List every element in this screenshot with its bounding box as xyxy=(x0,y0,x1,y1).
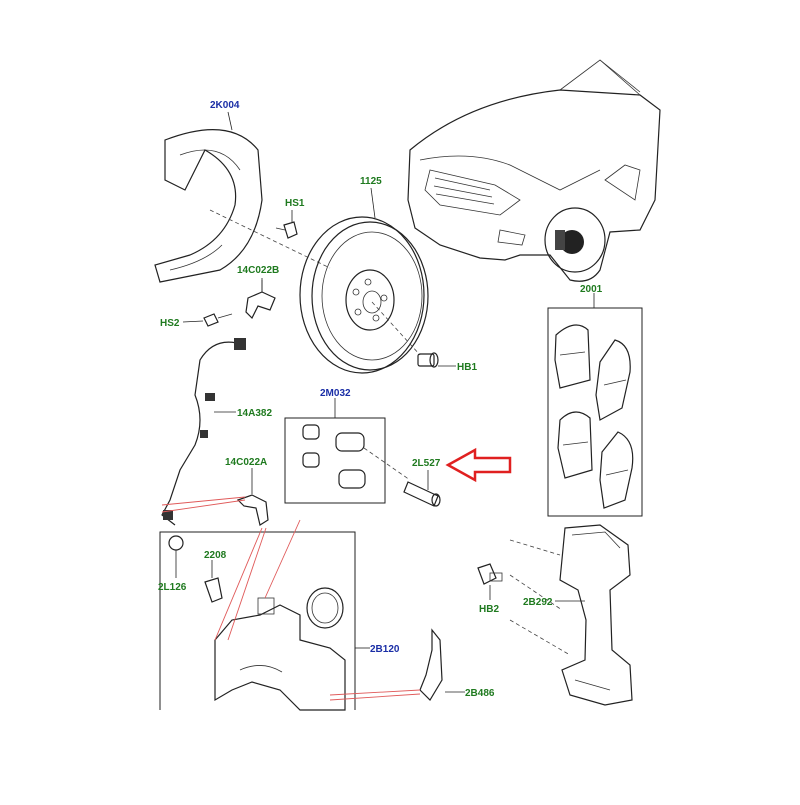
guide-pin-kit-box xyxy=(284,417,386,504)
label-carrier: 2B292 xyxy=(523,597,553,608)
brake-disc-part xyxy=(299,216,429,374)
label-2208: 2208 xyxy=(204,550,227,561)
label-hs2: HS2 xyxy=(160,318,180,329)
label-bracket: 14C022B xyxy=(237,265,279,276)
pad-spring-part xyxy=(419,628,443,701)
label-spring: 2B486 xyxy=(465,688,495,699)
label-hb2: HB2 xyxy=(479,604,499,615)
brake-pads-box xyxy=(547,307,643,517)
label-kit: 2M032 xyxy=(320,388,351,399)
label-shield: 2K004 xyxy=(210,100,240,111)
label-pads: 2001 xyxy=(580,284,603,295)
sensor-bracket-upper xyxy=(245,280,276,320)
hb1-bolt xyxy=(417,352,439,368)
vehicle-illustration xyxy=(407,59,661,282)
label-disc: 1125 xyxy=(360,176,382,187)
highlight-arrow xyxy=(445,447,512,483)
label-pin: 2L527 xyxy=(412,458,441,469)
caliper-box xyxy=(159,531,356,710)
small-sensor-2l126 xyxy=(168,535,184,578)
hs1-bolt xyxy=(275,221,298,239)
speed-sensor-cable xyxy=(161,338,246,526)
caliper-carrier-part xyxy=(559,524,633,706)
label-hs1: HS1 xyxy=(285,198,305,209)
label-caliper: 2B120 xyxy=(370,644,400,655)
brake-caliper-part xyxy=(214,587,346,711)
label-sensor: 14A382 xyxy=(237,408,272,419)
label-clip: 14C022A xyxy=(225,457,267,468)
guide-pin-part xyxy=(403,481,441,507)
sensor-bracket-lower xyxy=(236,494,269,526)
bleed-screw-2208 xyxy=(204,560,223,603)
label-hb1: HB1 xyxy=(457,362,477,373)
hb2-bolt xyxy=(477,563,503,585)
hs2-screw xyxy=(203,313,233,327)
label-2l126: 2L126 xyxy=(158,582,187,593)
dust-shield-part xyxy=(154,129,263,283)
